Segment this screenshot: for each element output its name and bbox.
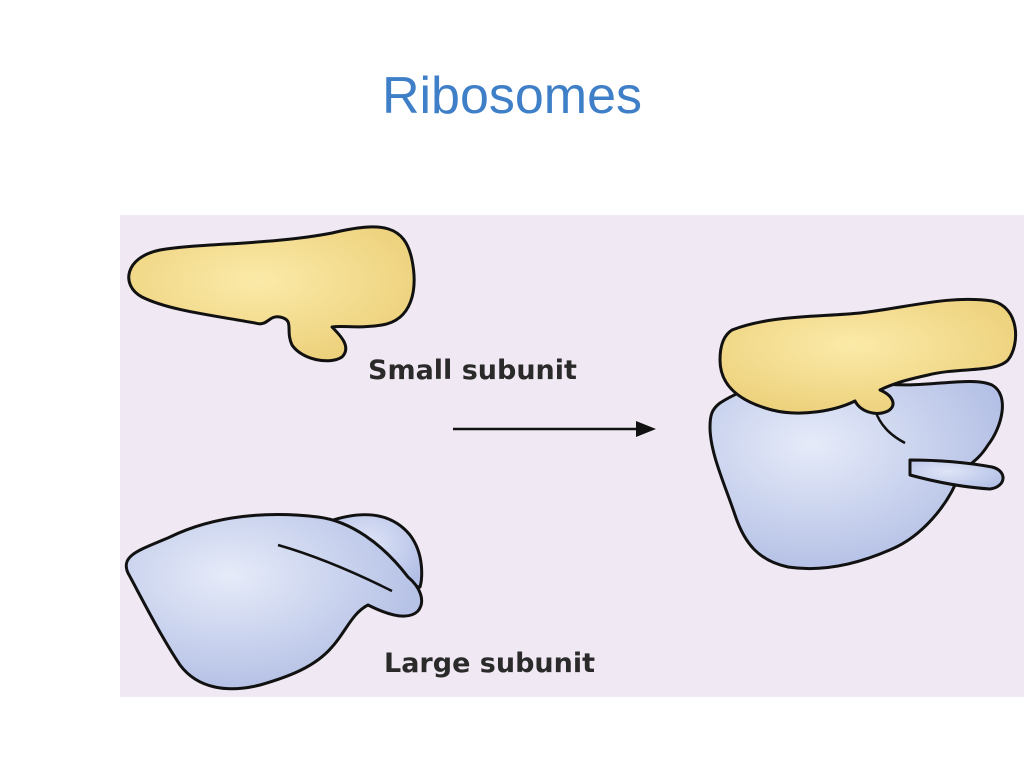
slide-title: Ribosomes (381, 67, 643, 125)
large-subunit-shape (124, 513, 424, 691)
small-subunit-label: Small subunit (368, 355, 577, 386)
assembled-ribosome (708, 297, 1018, 571)
assembly-arrow (453, 421, 656, 437)
ribosome-assembly-diagram: Small subunit Large subunit (120, 215, 1024, 697)
small-subunit-shape (127, 225, 416, 363)
large-subunit-label: Large subunit (384, 648, 596, 679)
